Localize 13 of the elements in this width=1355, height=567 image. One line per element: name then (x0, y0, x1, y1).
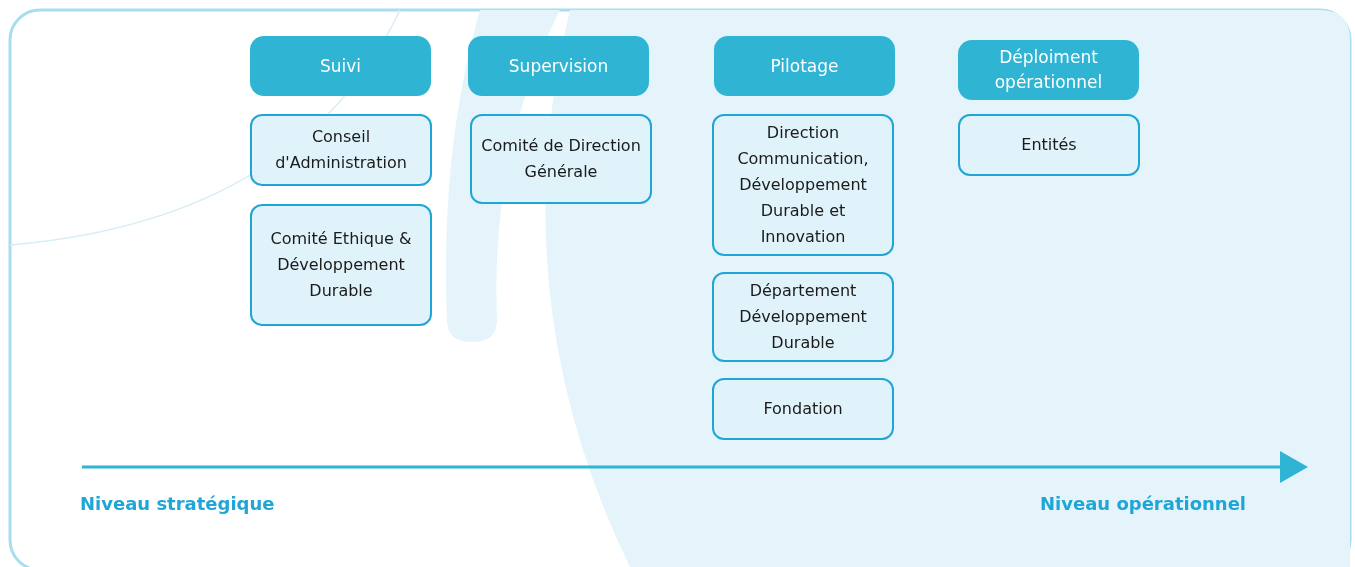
column-header: Pilotage (714, 36, 895, 96)
entity-box: Département Développement Durable (712, 272, 894, 362)
entity-box: Fondation (712, 378, 894, 440)
axis-label: Niveau stratégique (80, 493, 275, 514)
column-header: Supervision (468, 36, 649, 96)
entity-box: Comité de Direction Générale (470, 114, 652, 204)
entity-box: Direction Communication, Développement Durable et Innovation (712, 114, 894, 256)
entity-box: Conseil d'Administration (250, 114, 432, 186)
entity-box: Comité Ethique & Développement Durable (250, 204, 432, 326)
column-header: Suivi (250, 36, 431, 96)
column-header: Déploiment opérationnel (958, 40, 1139, 100)
axis-label: Niveau opérationnel (1040, 493, 1247, 514)
entity-box: Entités (958, 114, 1140, 176)
